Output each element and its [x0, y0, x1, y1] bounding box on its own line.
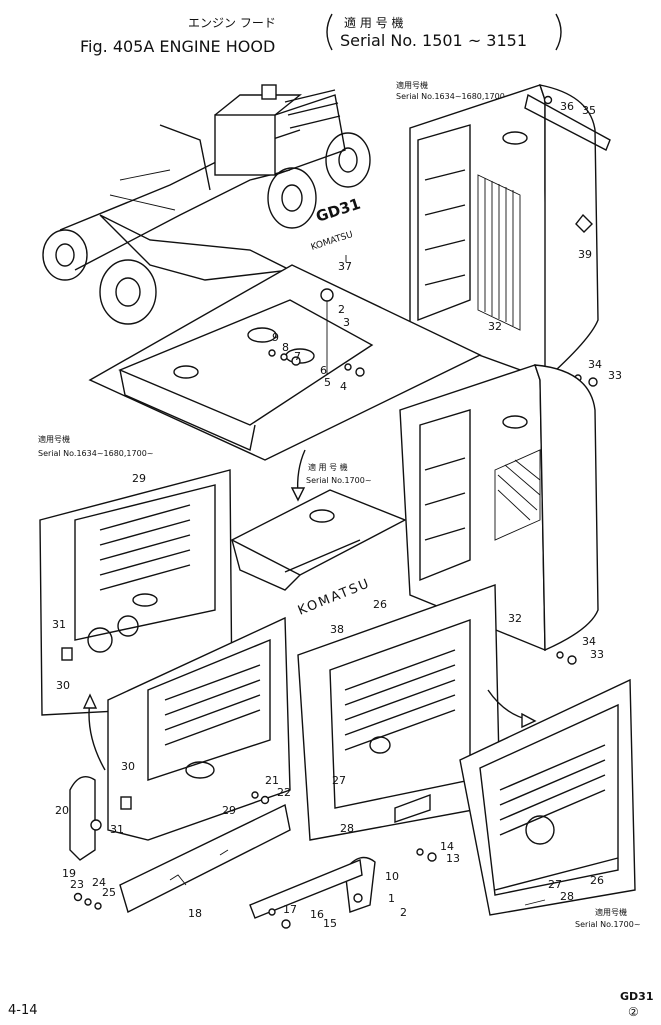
- callout-23: 23: [70, 878, 84, 891]
- callout-33-lower: 33: [590, 648, 604, 661]
- callout-5: 5: [324, 376, 331, 389]
- callout-15: 15: [323, 917, 337, 930]
- callout-26-right: 26: [590, 874, 604, 887]
- bracket-right: [555, 13, 562, 51]
- top-hood-panel: [88, 264, 482, 461]
- side-panel-upper-left: [39, 469, 233, 716]
- callout-35: 35: [582, 104, 596, 117]
- revision-mark: ②: [628, 1005, 639, 1019]
- bracket-left: [326, 13, 333, 51]
- callout-28-right: 28: [560, 890, 574, 903]
- title-japanese: エンジン フード: [188, 16, 276, 30]
- latch-30-icon: [61, 647, 73, 661]
- clip-39-icon: [575, 213, 593, 233]
- callout-27-right: 27: [548, 878, 562, 891]
- callout-2: 2: [338, 303, 345, 316]
- callout-14: 14: [440, 840, 454, 853]
- callout-29-upper: 29: [132, 472, 146, 485]
- komatsu-decal-small: KOMATSU: [310, 230, 354, 253]
- callout-33-upper: 33: [608, 369, 622, 382]
- hood-side-panel-lower: [399, 364, 599, 652]
- callout-22: 22: [277, 786, 291, 799]
- callout-37: 37: [338, 260, 352, 273]
- serial-label-japanese: 適 用 号 機: [344, 15, 403, 30]
- model-code: GD31: [620, 990, 653, 1003]
- callout-31-upper: 31: [52, 618, 66, 631]
- callout-26-mid: 26: [373, 598, 387, 611]
- callout-20: 20: [55, 804, 69, 817]
- callout-17: 17: [283, 903, 297, 916]
- note-bottom-right-jp: 適用号機: [595, 907, 627, 917]
- note-left-jp: 適用号機: [38, 434, 70, 444]
- callout-11: 1: [388, 892, 395, 905]
- callout-34-upper: 34: [588, 358, 602, 371]
- callout-30-lower: 30: [121, 760, 135, 773]
- note-mid-jp: 適 用 号 機: [308, 462, 348, 472]
- callout-31-lower: 31: [110, 823, 124, 836]
- callout-28-mid: 28: [340, 822, 354, 835]
- note-top-right-serial: Serial No.1634~1680,1700~: [396, 92, 512, 101]
- figure-title: Fig. 405A ENGINE HOOD: [80, 37, 275, 56]
- hood-trim-strip: [524, 93, 611, 151]
- bolt-33-icon: [588, 377, 598, 387]
- callout-19: 19: [62, 867, 76, 880]
- plug-2-icon: [320, 288, 334, 302]
- callout-4: 4: [340, 380, 347, 393]
- callout-6: 6: [320, 364, 327, 377]
- callout-32-upper: 32: [488, 320, 502, 333]
- callout-9: 9: [272, 331, 279, 344]
- note-top-right-jp: 適用号機: [396, 80, 428, 90]
- callout-36: 36: [560, 100, 574, 113]
- callout-21: 21: [265, 774, 279, 787]
- callout-12: 2: [400, 906, 407, 919]
- bottom-bracket-18: [119, 803, 291, 914]
- page-number: 4-14: [8, 1003, 38, 1018]
- note-bottom-right-serial: Serial No.1700~: [575, 920, 641, 929]
- callout-27-mid: 27: [332, 774, 346, 787]
- note-left-serial: Serial No.1634~1680,1700~: [38, 449, 154, 458]
- callout-32-lower: 32: [508, 612, 522, 625]
- door-panel-bottom-right: [459, 678, 636, 916]
- callout-38: 38: [330, 623, 344, 636]
- callout-34-lower: 34: [582, 635, 596, 648]
- mid-top-panel: [230, 489, 407, 591]
- note-mid-serial: Serial No.1700~: [306, 476, 372, 485]
- serial-range: Serial No. 1501 ~ 3151: [340, 31, 527, 50]
- hood-side-panel-upper: [409, 84, 599, 382]
- callout-24: 24: [92, 876, 106, 889]
- motor-grader-illustration: [42, 84, 371, 325]
- callout-30-upper: 30: [56, 679, 70, 692]
- callout-18: 18: [188, 907, 202, 920]
- bracket-10: [394, 793, 431, 823]
- door-panel-middle: [297, 584, 501, 841]
- callout-16: 16: [310, 908, 324, 921]
- callout-25: 25: [102, 886, 116, 899]
- callout-13: 13: [446, 852, 460, 865]
- callout-7: 7: [294, 350, 301, 363]
- side-panel-lower-left: [107, 616, 291, 841]
- callout-39: 39: [578, 248, 592, 261]
- bracket-lower-mid: [249, 859, 363, 919]
- bolt-36-icon: [543, 95, 553, 105]
- komatsu-decal-large: KOMATSU: [296, 576, 373, 619]
- handle-20-assembly: [69, 776, 102, 861]
- callout-8: 8: [282, 341, 289, 354]
- latch-30b-icon: [120, 796, 132, 810]
- callout-3: 3: [343, 316, 350, 329]
- gd31-decal-text: GD31: [314, 195, 363, 226]
- callout-10: 10: [385, 870, 399, 883]
- callout-29-lower: 29: [222, 804, 236, 817]
